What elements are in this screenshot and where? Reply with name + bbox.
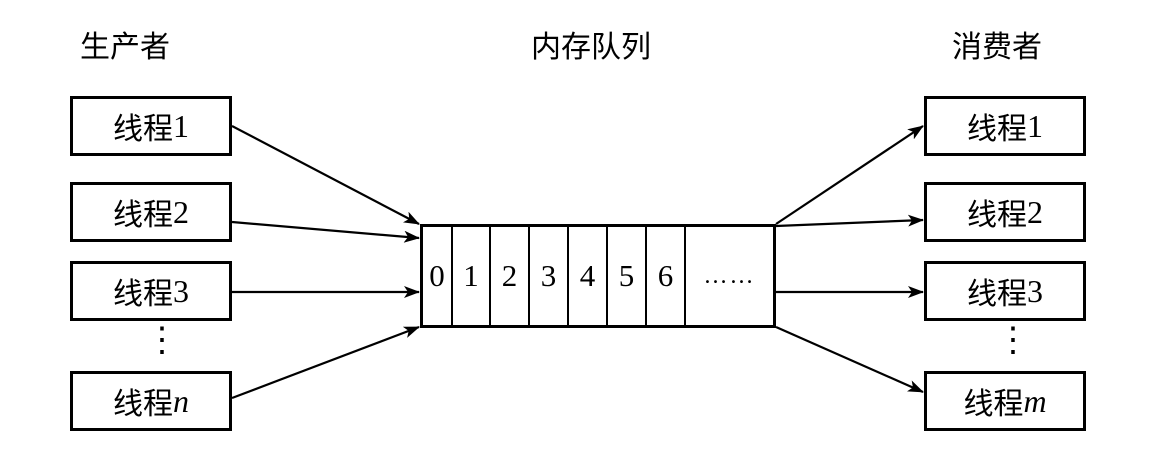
producer-thread-n-suffix: n bbox=[173, 382, 189, 419]
memory-queue: 0 1 2 3 4 5 6 …… bbox=[420, 224, 776, 328]
producer-thread-2-prefix: 线程 bbox=[113, 198, 173, 233]
arrow-producer-n-to-queue bbox=[231, 325, 420, 400]
arrow-queue-to-consumer-2 bbox=[775, 214, 924, 228]
consumer-thread-2-prefix: 线程 bbox=[967, 198, 1027, 233]
queue-cell-5: 5 bbox=[608, 227, 647, 325]
consumer-thread-3-prefix: 线程 bbox=[967, 277, 1027, 312]
queue-cell-6: 6 bbox=[647, 227, 686, 325]
consumer-thread-2-suffix: 2 bbox=[1027, 193, 1043, 230]
consumer-thread-1-prefix: 线程 bbox=[967, 112, 1027, 147]
queue-cell-1: 1 bbox=[453, 227, 491, 325]
arrow-queue-to-consumer-1 bbox=[775, 125, 924, 225]
arrow-producer-1-to-queue bbox=[231, 125, 420, 225]
queue-heading: 内存队列 bbox=[531, 30, 651, 65]
queue-cell-3: 3 bbox=[530, 227, 569, 325]
consumers-heading: 消费者 bbox=[952, 30, 1042, 65]
queue-cell-0: 0 bbox=[423, 227, 453, 325]
arrow-queue-to-consumer-m bbox=[775, 325, 924, 394]
producer-thread-3-suffix: 3 bbox=[173, 272, 189, 309]
producer-thread-2-suffix: 2 bbox=[173, 193, 189, 230]
producer-thread-3-prefix: 线程 bbox=[113, 277, 173, 312]
queue-cell-more: …… bbox=[703, 262, 756, 289]
queue-cell-2: 2 bbox=[491, 227, 530, 325]
producer-thread-1-prefix: 线程 bbox=[113, 112, 173, 147]
producers-heading: 生产者 bbox=[80, 30, 170, 65]
consumer-thread-m-suffix: m bbox=[1023, 382, 1047, 419]
producer-thread-1-suffix: 1 bbox=[173, 107, 189, 144]
arrow-producer-2-to-queue bbox=[231, 220, 420, 243]
consumer-thread-1-suffix: 1 bbox=[1027, 107, 1043, 144]
consumer-thread-3-suffix: 3 bbox=[1027, 272, 1043, 309]
queue-cell-4: 4 bbox=[569, 227, 608, 325]
producer-thread-n-prefix: 线程 bbox=[113, 387, 173, 422]
consumer-thread-m-prefix: 线程 bbox=[963, 387, 1024, 422]
